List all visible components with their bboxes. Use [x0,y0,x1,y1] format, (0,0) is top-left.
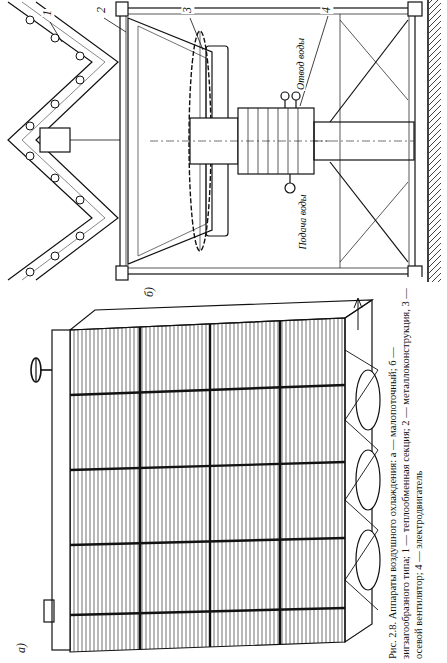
subfigure-label: а) [15,642,28,654]
callout-number: 2 [95,6,108,14]
pipe-label: Отвод воды [295,37,306,91]
callout-number: 1 [41,9,54,17]
callout-number: 3 [181,6,194,14]
subfigure-label: б) [143,286,156,298]
figure-caption: Рис. 2.8. Аппараты воздушного охлаждения… [386,277,425,659]
callout-number: 4 [320,6,333,14]
pipe-label: Подача воды [297,193,308,250]
